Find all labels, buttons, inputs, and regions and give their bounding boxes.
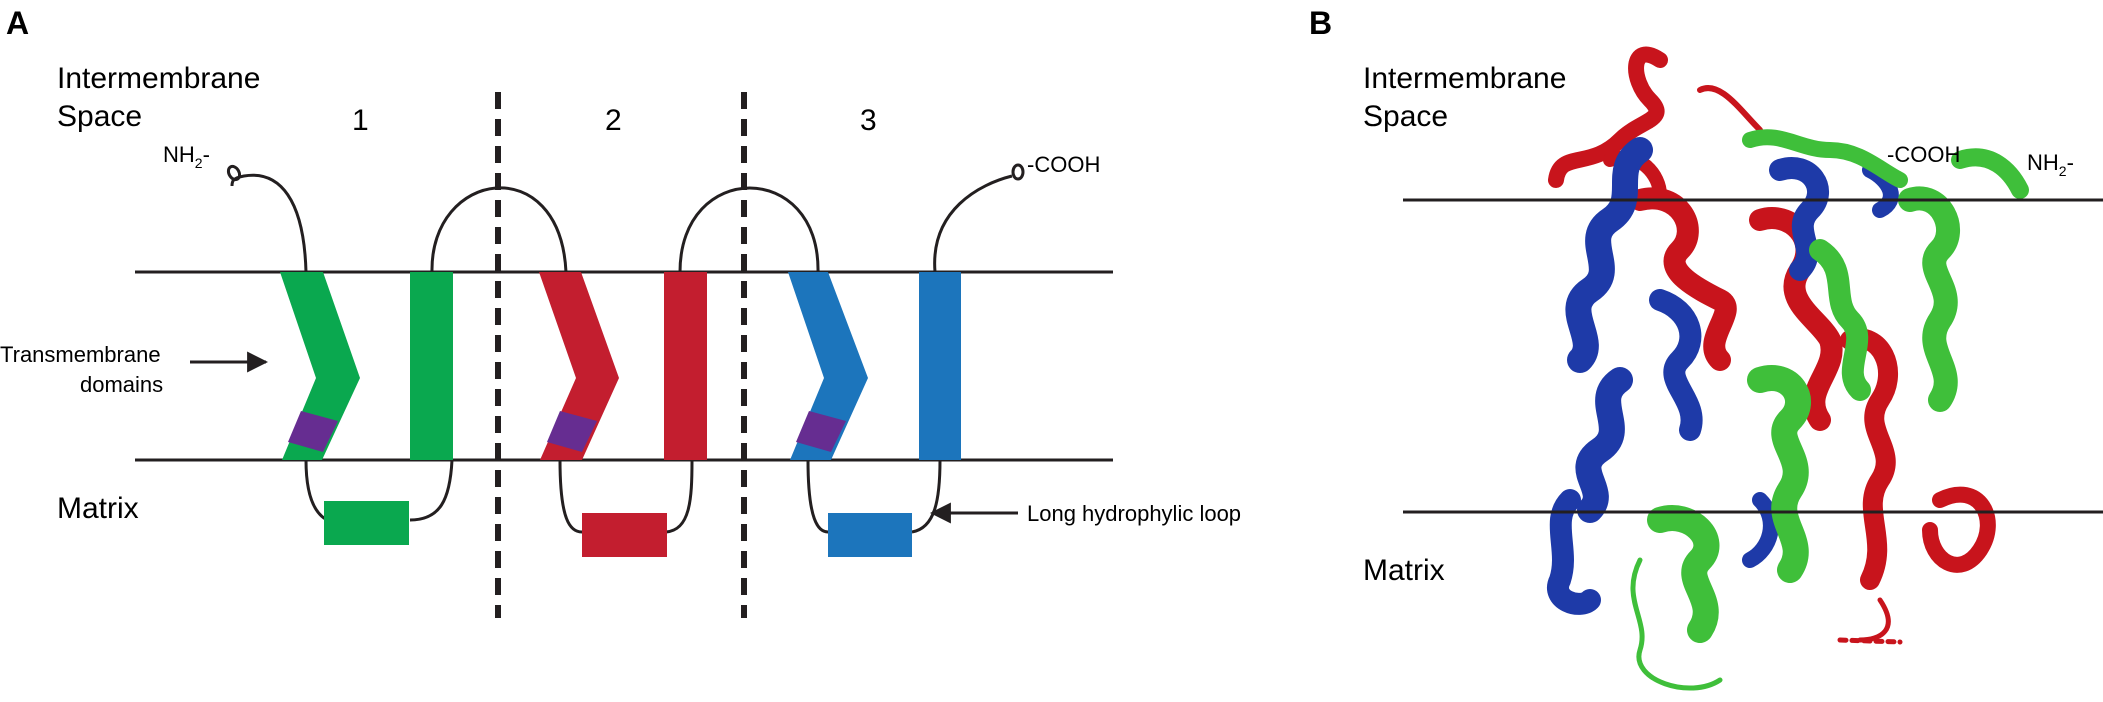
repeat-number-2: 2 — [605, 104, 622, 137]
matrix-loop-2 — [558, 459, 583, 534]
matrix-loop-1b — [409, 459, 454, 522]
matrix-domain-2 — [582, 513, 667, 557]
panel-b-matrix-label: Matrix — [1363, 554, 1445, 587]
repeat-1-domains — [280, 272, 453, 545]
panel-a-ims-label-line2: Space — [57, 100, 142, 133]
tm-helix-1a-purple — [288, 411, 338, 452]
n-terminus-curl — [226, 164, 242, 182]
n-terminal-tail — [230, 173, 308, 273]
matrix-domain-3 — [828, 513, 912, 557]
tm-label-line1: Transmembrane — [0, 342, 161, 367]
repeat-3-domains — [788, 272, 961, 557]
repeat-number-3: 3 — [860, 104, 877, 137]
tm-helix-2a — [539, 272, 619, 460]
protein-structure-ribbon — [1547, 46, 2029, 691]
loop-label: Long hydrophylic loop — [1027, 501, 1241, 526]
panel-a-nh2-label: NH2- — [163, 142, 210, 171]
panel-a-cooh-label: -COOH — [1027, 152, 1100, 177]
panel-a: A Intermembrane Space Matrix 1 2 3 — [0, 5, 1241, 618]
panel-b-letter: B — [1309, 5, 1332, 41]
panel-b-ims-label-line2: Space — [1363, 100, 1448, 133]
red-chain — [1548, 46, 1996, 645]
c-terminus-curl — [1011, 163, 1025, 181]
panel-b: B Intermembrane Space Matrix — [1309, 5, 2103, 691]
ims-loop-2-3 — [678, 186, 820, 273]
tm-helix-1a — [280, 272, 360, 460]
tm-helix-2b — [664, 272, 707, 460]
tm-helix-3a-purple — [796, 411, 846, 452]
panel-b-cooh-label: -COOH — [1887, 142, 1960, 167]
blue-chain — [1547, 137, 1899, 615]
tm-helix-3b — [919, 272, 961, 460]
panel-a-matrix-label: Matrix — [57, 492, 139, 525]
tm-helix-2a-purple — [547, 411, 597, 452]
matrix-loop-2b — [665, 459, 694, 534]
panel-a-letter: A — [6, 5, 29, 41]
green-chain — [1630, 129, 2029, 691]
panel-a-ims-label-line1: Intermembrane — [57, 62, 260, 95]
ims-loop-1-2 — [430, 186, 568, 273]
repeat-number-1: 1 — [352, 104, 369, 137]
tm-helix-3a — [788, 272, 868, 460]
c-terminal-tail — [933, 174, 1013, 273]
panel-b-ims-label-line1: Intermembrane — [1363, 62, 1566, 95]
panel-b-nh2-label: NH2- — [2027, 150, 2074, 179]
repeat-2-domains — [539, 272, 707, 557]
matrix-loop-3b — [911, 459, 942, 534]
matrix-domain-1 — [324, 501, 409, 545]
matrix-loop-3 — [806, 459, 829, 534]
tm-helix-1b — [410, 272, 453, 460]
tm-label-line2: domains — [80, 372, 163, 397]
